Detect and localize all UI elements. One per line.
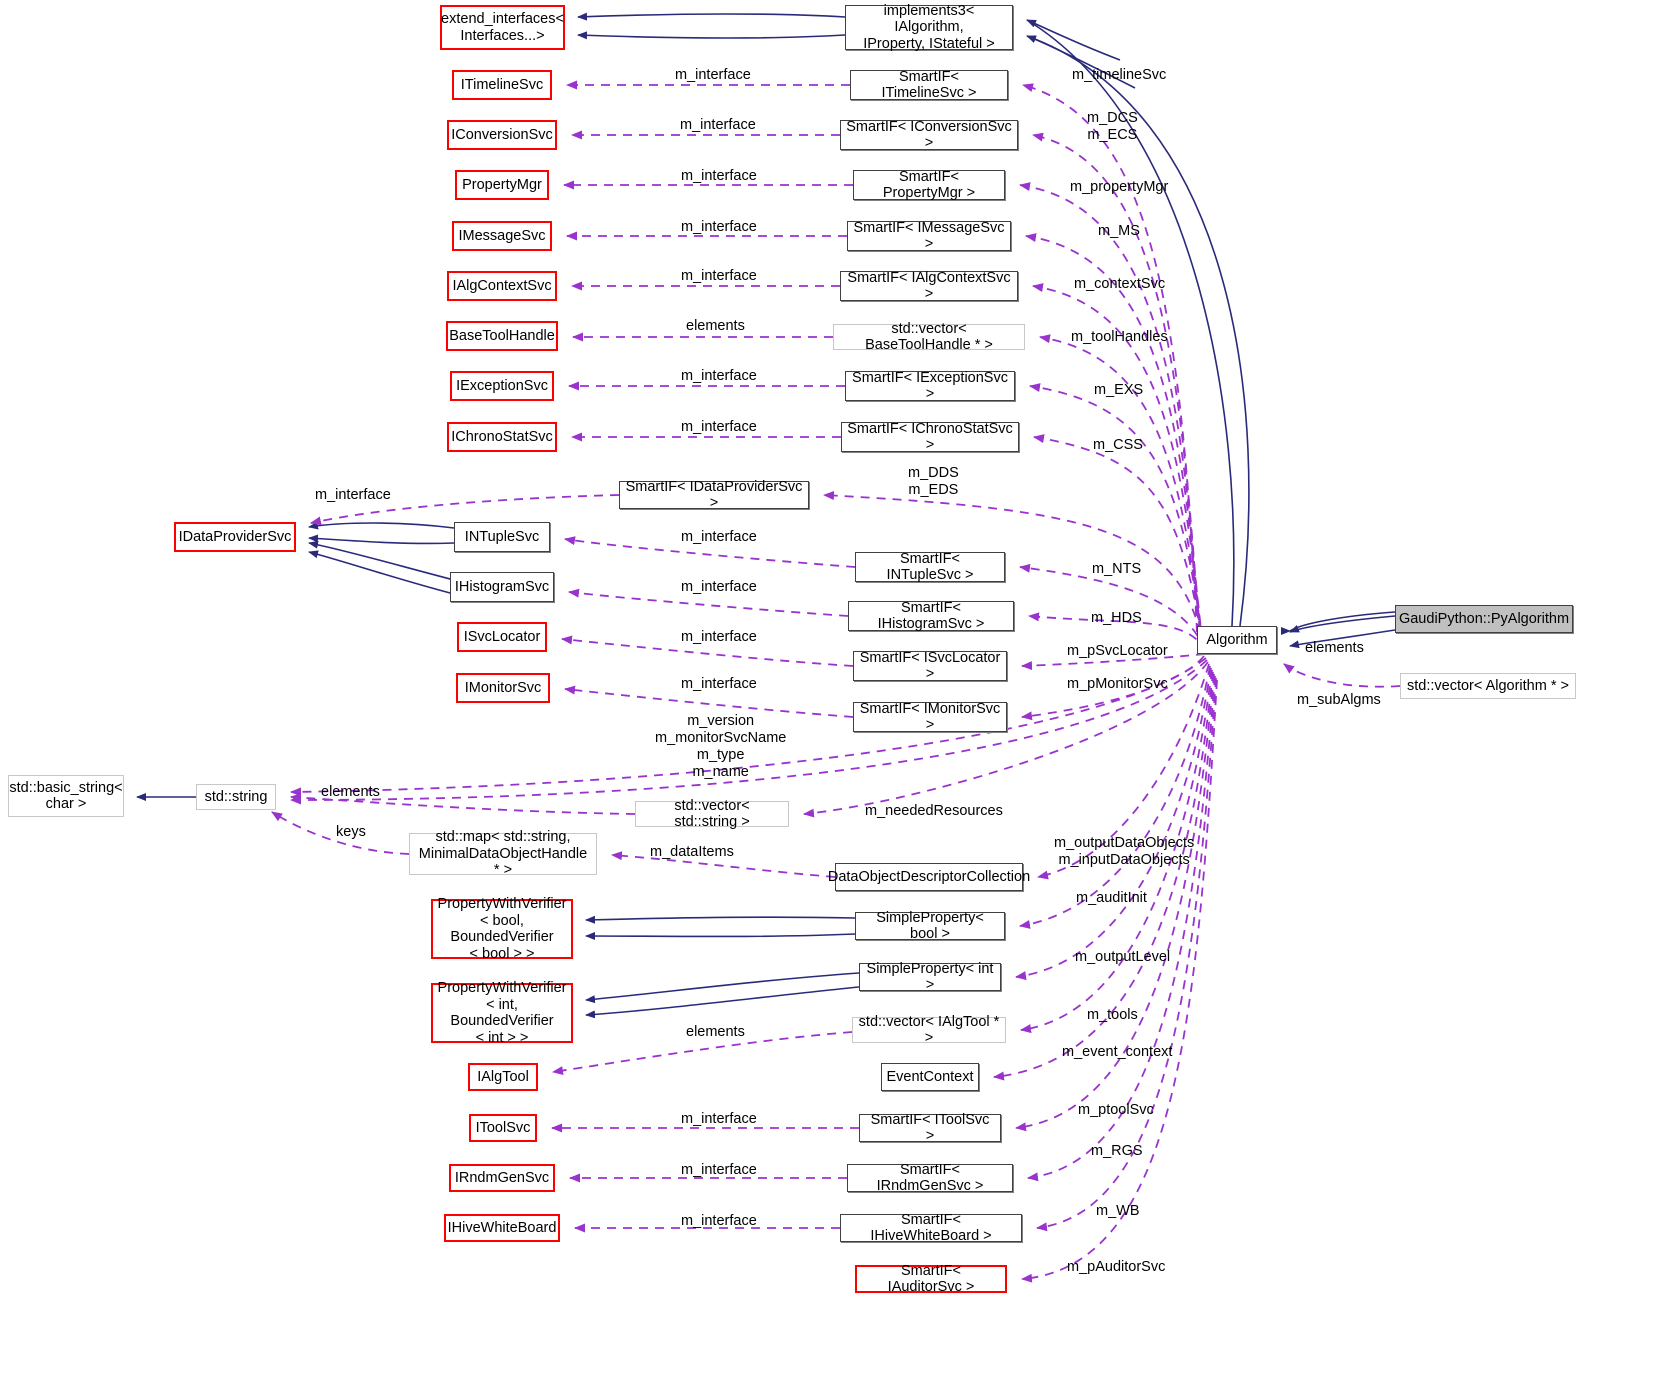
edge-label-l28: m_subAlgms — [1297, 692, 1381, 708]
edge-label-l31: m_neededResources — [865, 803, 1003, 819]
edge-label-l35: m_auditInit — [1076, 890, 1147, 906]
class-node-IHiveWhiteBoard[interactable]: IHiveWhiteBoard — [444, 1214, 560, 1242]
class-node-IChronoStatSvc[interactable]: IChronoStatSvc — [447, 422, 557, 452]
class-node-SmartIF_IRndmGenSvc[interactable]: SmartIF< IRndmGenSvc > — [847, 1162, 1013, 1194]
class-node-EventContext[interactable]: EventContext — [881, 1063, 979, 1091]
class-node-IMonitorSvc[interactable]: IMonitorSvc — [456, 673, 550, 703]
class-node-IDataProviderSvc[interactable]: IDataProviderSvc — [174, 522, 296, 552]
class-node-SmartIF_ISvcLocator[interactable]: SmartIF< ISvcLocator > — [853, 650, 1007, 682]
class-node-IToolSvc[interactable]: IToolSvc — [469, 1114, 537, 1142]
class-node-std_string[interactable]: std::string — [196, 784, 276, 810]
class-node-SmartIF_IMessageSvc[interactable]: SmartIF< IMessageSvc > — [847, 220, 1011, 252]
edge-label-l46: m_pAuditorSvc — [1067, 1259, 1166, 1275]
class-node-vec_string[interactable]: std::vector< std::string > — [635, 798, 789, 830]
class-node-SmartIF_ITimelineSvc[interactable]: SmartIF< ITimelineSvc > — [850, 69, 1008, 101]
class-node-PWV_bool[interactable]: PropertyWithVerifier < bool, BoundedVeri… — [431, 896, 573, 962]
edge-label-l14: m_EXS — [1094, 382, 1144, 398]
edge-label-l45: m_interface — [681, 1213, 757, 1229]
edge-label-l23: m_interface — [681, 629, 757, 645]
edge-label-l33: m_dataItems — [650, 844, 734, 860]
edge-label-l34: m_outputDataObjects m_inputDataObjects — [1054, 835, 1195, 868]
class-node-SmartIF_IExceptionSvc[interactable]: SmartIF< IExceptionSvc > — [845, 370, 1015, 402]
edge-label-l1: m_interface — [675, 67, 751, 83]
class-node-extend_interfaces[interactable]: extend_interfaces< Interfaces...> — [440, 5, 565, 50]
edge-label-l20: m_NTS — [1092, 561, 1142, 577]
edge-label-l42: m_RGS — [1091, 1143, 1143, 1159]
class-node-SmartIF_IAuditorSvc[interactable]: SmartIF< IAuditorSvc > — [855, 1263, 1007, 1295]
class-node-implements3[interactable]: implements3< IAlgorithm, IProperty, ISta… — [845, 3, 1013, 52]
edge-label-l22: m_HDS — [1091, 610, 1142, 626]
edge-label-l43: m_interface — [681, 1162, 757, 1178]
edge-label-l30: elements — [321, 784, 380, 800]
edge-label-l9: m_interface — [681, 268, 757, 284]
class-node-vec_IAlgTool[interactable]: std::vector< IAlgTool * > — [852, 1014, 1006, 1046]
edge-label-l41: m_ptoolSvc — [1078, 1102, 1154, 1118]
edge-label-l7: m_interface — [681, 219, 757, 235]
class-node-IMessageSvc[interactable]: IMessageSvc — [452, 221, 552, 251]
edge-label-l39: m_event_context — [1062, 1044, 1173, 1060]
edge-label-l8: m_MS — [1098, 223, 1140, 239]
class-node-ITimelineSvc[interactable]: ITimelineSvc — [452, 70, 552, 100]
class-node-IAlgTool[interactable]: IAlgTool — [468, 1063, 538, 1091]
class-node-SmartIF_IDataProviderSvc[interactable]: SmartIF< IDataProviderSvc > — [619, 479, 809, 511]
class-node-SimpleProperty_int[interactable]: SimpleProperty< int > — [859, 961, 1001, 993]
edge-label-l16: m_CSS — [1093, 437, 1143, 453]
edge-label-l19: m_interface — [681, 529, 757, 545]
class-node-SmartIF_IHistogramSvc[interactable]: SmartIF< IHistogramSvc > — [848, 600, 1014, 632]
class-node-SmartIF_IChronoStatSvc[interactable]: SmartIF< IChronoStatSvc > — [841, 421, 1019, 453]
class-node-IConversionSvc[interactable]: IConversionSvc — [447, 120, 557, 150]
class-node-SmartIF_INTupleSvc[interactable]: SmartIF< INTupleSvc > — [855, 551, 1005, 583]
class-node-SmartIF_PropertyMgr[interactable]: SmartIF< PropertyMgr > — [853, 169, 1005, 201]
edge-label-l18: m_DDS m_EDS — [908, 465, 959, 498]
edge-label-l24: m_pSvcLocator — [1067, 643, 1168, 659]
edge-label-l37: elements — [686, 1024, 745, 1040]
edge-label-l32: keys — [336, 824, 366, 840]
edge-label-l44: m_WB — [1096, 1203, 1140, 1219]
edge-label-l2: m_timelineSvc — [1072, 67, 1167, 83]
class-node-PyAlgorithm[interactable]: GaudiPython::PyAlgorithm — [1395, 605, 1573, 633]
class-node-PropertyMgr[interactable]: PropertyMgr — [455, 170, 549, 200]
edge-label-l5: m_interface — [681, 168, 757, 184]
edge-label-l27: elements — [1305, 640, 1364, 656]
class-node-Algorithm[interactable]: Algorithm — [1197, 626, 1277, 654]
edge-label-l21: m_interface — [681, 579, 757, 595]
edge-label-l12: m_toolHandles — [1071, 329, 1168, 345]
class-node-vec_Algorithm[interactable]: std::vector< Algorithm * > — [1400, 673, 1576, 699]
edge-label-l6: m_propertyMgr — [1070, 179, 1169, 195]
class-node-DataObjectDescriptorCollection[interactable]: DataObjectDescriptorCollection — [828, 863, 1030, 891]
class-node-basic_string[interactable]: std::basic_string< char > — [8, 775, 124, 817]
edge-label-l3: m_interface — [680, 117, 756, 133]
edge-label-l26: m_pMonitorSvc — [1067, 676, 1168, 692]
edge-label-l10: m_contextSvc — [1074, 276, 1166, 292]
class-node-INTupleSvc[interactable]: INTupleSvc — [454, 522, 550, 552]
edge-label-l13: m_interface — [681, 368, 757, 384]
edge-label-l11: elements — [686, 318, 745, 334]
edge-label-l40: m_interface — [681, 1111, 757, 1127]
class-node-SmartIF_IConversionSvc[interactable]: SmartIF< IConversionSvc > — [840, 119, 1018, 151]
class-node-IAlgContextSvc[interactable]: IAlgContextSvc — [447, 271, 557, 301]
edge-label-l25: m_interface — [681, 676, 757, 692]
edge-label-l17: m_interface — [315, 487, 391, 503]
class-node-vec_BaseToolHandle[interactable]: std::vector< BaseToolHandle * > — [833, 321, 1025, 353]
class-node-IRndmGenSvc[interactable]: IRndmGenSvc — [449, 1164, 555, 1192]
edge-label-l38: m_tools — [1087, 1007, 1138, 1023]
class-node-BaseToolHandle[interactable]: BaseToolHandle — [446, 321, 558, 351]
edge-label-l15: m_interface — [681, 419, 757, 435]
edge-label-l4: m_DCS m_ECS — [1087, 110, 1138, 143]
edge-label-l36: m_outputLevel — [1075, 949, 1171, 965]
class-node-ISvcLocator[interactable]: ISvcLocator — [457, 622, 547, 652]
class-node-SmartIF_IToolSvc[interactable]: SmartIF< IToolSvc > — [859, 1112, 1001, 1144]
class-node-map_minimal[interactable]: std::map< std::string, MinimalDataObject… — [409, 829, 597, 878]
class-node-SmartIF_IMonitorSvc[interactable]: SmartIF< IMonitorSvc > — [853, 701, 1007, 733]
class-node-PWV_int[interactable]: PropertyWithVerifier < int, BoundedVerif… — [431, 980, 573, 1046]
class-node-IExceptionSvc[interactable]: IExceptionSvc — [450, 371, 554, 401]
class-node-SimpleProperty_bool[interactable]: SimpleProperty< bool > — [855, 910, 1005, 942]
class-node-IHistogramSvc[interactable]: IHistogramSvc — [450, 572, 554, 602]
class-node-SmartIF_IAlgContextSvc[interactable]: SmartIF< IAlgContextSvc > — [840, 270, 1018, 302]
class-node-SmartIF_IHiveWhiteBoard[interactable]: SmartIF< IHiveWhiteBoard > — [840, 1212, 1022, 1244]
edge-label-l29: m_version m_monitorSvcName m_type m_name — [655, 713, 787, 780]
